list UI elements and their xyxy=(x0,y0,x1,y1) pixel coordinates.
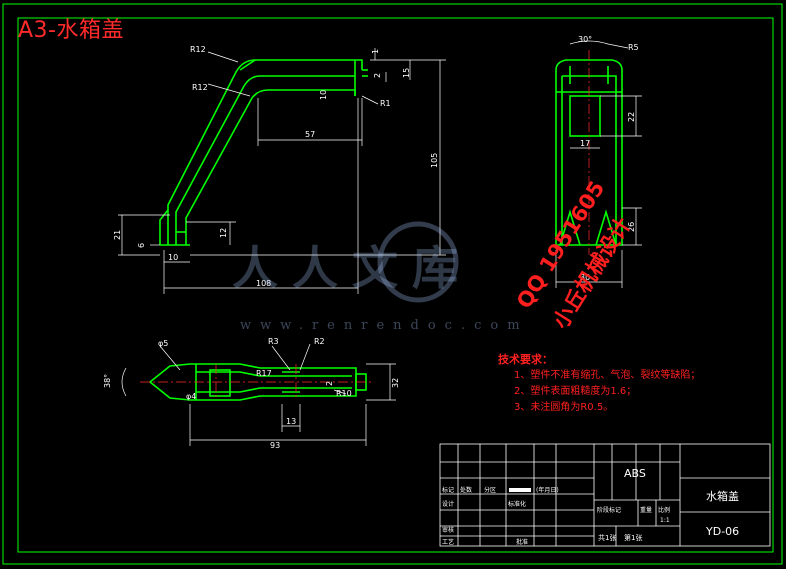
dim-30deg: 30° xyxy=(578,35,592,44)
dim-13: 13 xyxy=(286,417,296,426)
end-view xyxy=(555,59,623,246)
notes-item-2: 2、塑件表面粗糙度为1.6； xyxy=(514,386,637,397)
watermark-circle-icon xyxy=(377,221,459,303)
dim-105: 105 xyxy=(430,153,439,168)
dim-phi5: φ5 xyxy=(158,339,168,348)
tb-label-ratio: 比例 xyxy=(658,506,670,514)
tb-label-stage: 阶段标记 xyxy=(597,506,621,514)
side-view-dim-text: R12 R12 57 1 2 15 10 R1 105 21 6 12 10 1… xyxy=(113,45,439,288)
title-block-text: ABS 水箱盖 YD-06 1:1 共1张 第1张 标记 处数 分区 (年月日)… xyxy=(442,467,739,546)
top-view-dims xyxy=(121,343,396,446)
tb-label-zone: 分区 xyxy=(484,486,496,494)
dim-57: 57 xyxy=(305,130,315,139)
dim-r3: R3 xyxy=(268,337,279,346)
side-view-dim-lines xyxy=(118,48,446,294)
dim-r5: R5 xyxy=(628,43,639,52)
dim-2b: 2 xyxy=(325,381,334,386)
dim-r1: R1 xyxy=(380,99,391,108)
dim-r10: R10 xyxy=(336,389,352,398)
notes-item-3: 3、未注圆角为R0.5。 xyxy=(514,402,614,413)
tb-label-design: 设计 xyxy=(442,500,454,508)
title-block xyxy=(439,443,771,547)
dim-38deg: 38° xyxy=(103,374,112,388)
dim-17: 17 xyxy=(580,139,590,148)
tb-label-review: 审核 xyxy=(442,526,454,534)
tb-code: YD-06 xyxy=(705,525,739,538)
dim-108: 108 xyxy=(256,279,271,288)
watermark-url: www.renrendoc.com xyxy=(240,318,529,333)
dim-r17: R17 xyxy=(256,369,272,378)
tb-label-date: (年月日) xyxy=(536,486,559,494)
end-view-dims xyxy=(555,40,642,288)
dim-12: 12 xyxy=(219,228,228,238)
notes-title: 技术要求： xyxy=(498,353,553,366)
side-view xyxy=(159,59,368,246)
outer-frame xyxy=(2,3,783,565)
tb-sheet-no: 第1张 xyxy=(624,533,642,542)
dim-6: 6 xyxy=(137,243,146,248)
dim-10: 10 xyxy=(319,90,328,100)
dim-r12-a: R12 xyxy=(190,45,206,54)
tb-label-weight: 重量 xyxy=(640,506,652,514)
dim-30: 30 xyxy=(580,273,590,282)
top-view-dim-text: φ5 φ4 R3 R2 R17 2 R10 13 32 93 38° xyxy=(103,337,400,450)
tb-label-approve: 批准 xyxy=(516,538,528,546)
tb-sheet-total: 共1张 xyxy=(598,533,616,542)
tb-label-count: 处数 xyxy=(460,486,472,494)
drawing-title: A3-水箱盖 xyxy=(18,18,124,43)
dim-r12-b: R12 xyxy=(192,83,208,92)
tb-name: 水箱盖 xyxy=(706,489,739,503)
tb-material: ABS xyxy=(624,467,646,480)
dim-1: 1 xyxy=(371,49,380,54)
title-block-filled-cell xyxy=(509,488,531,492)
dim-10b: 10 xyxy=(168,253,178,262)
dim-phi4: φ4 xyxy=(186,392,196,401)
technical-notes: 技术要求： 1、塑件不准有缩孔、气泡、裂纹等缺陷； 2、塑件表面粗糙度为1.6；… xyxy=(498,352,700,416)
tb-scale: 1:1 xyxy=(660,517,670,524)
notes-item-1: 1、塑件不准有缩孔、气泡、裂纹等缺陷； xyxy=(514,370,701,381)
dim-15: 15 xyxy=(402,68,411,78)
dim-r2: R2 xyxy=(314,337,325,346)
dim-21: 21 xyxy=(113,230,122,240)
dim-26: 26 xyxy=(627,222,636,232)
top-view-centerline xyxy=(140,364,372,400)
tb-label-process: 工艺 xyxy=(442,538,454,546)
end-view-dim-text: 30° R5 22 17 26 30 xyxy=(578,35,639,282)
dim-32: 32 xyxy=(391,378,400,388)
tb-label-mark: 标记 xyxy=(442,486,454,494)
watermark-brand: 人人文库 xyxy=(232,241,472,295)
dim-93: 93 xyxy=(270,441,280,450)
dim-22: 22 xyxy=(627,112,636,122)
dim-2: 2 xyxy=(373,73,382,78)
inner-frame xyxy=(17,17,774,553)
tb-label-std: 标准化 xyxy=(508,500,526,508)
